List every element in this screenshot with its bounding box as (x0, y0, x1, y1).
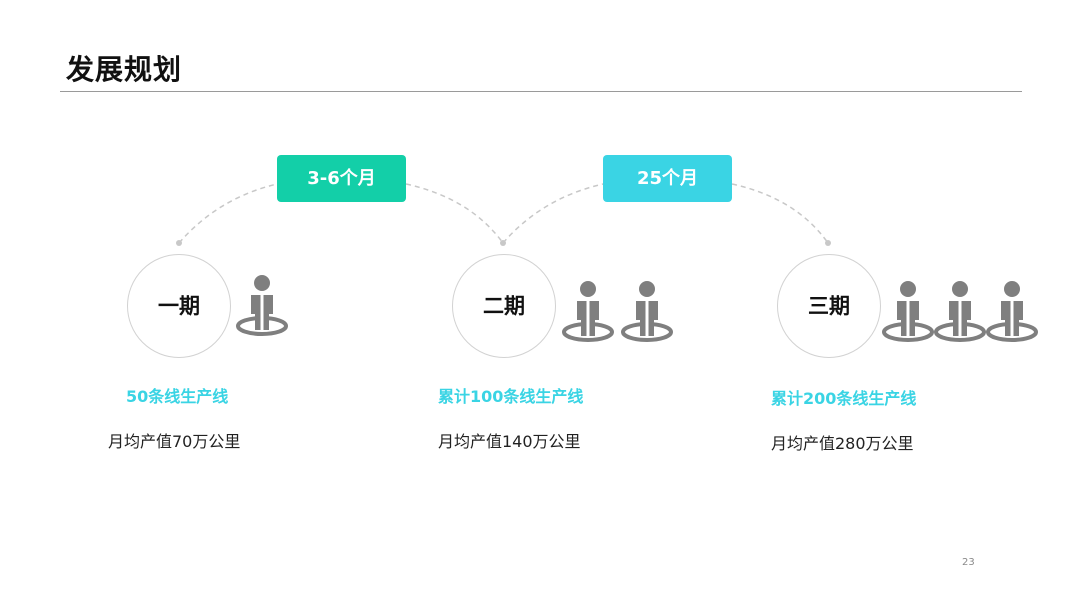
connector-dot-phase1 (176, 240, 182, 246)
connector-dot-phase3 (825, 240, 831, 246)
duration-badge-1: 3-6个月 (277, 155, 406, 202)
dashed-arc-phase1-to-pill1 (178, 183, 278, 244)
person-on-ring-icon (562, 281, 614, 342)
phase-1-monthly-output: 月均产值70万公里 (108, 432, 241, 451)
person-on-ring-icon (236, 275, 288, 336)
phase-3-line-count: 累计200条线生产线 (771, 389, 917, 408)
slide-title: 发展规划 (66, 53, 183, 86)
dashed-arc-pill2-to-phase3 (731, 183, 829, 244)
phase-circle-2: 二期 (452, 254, 556, 358)
connector-dot-phase2 (500, 240, 506, 246)
person-on-ring-icon (934, 281, 986, 342)
dashed-arc-pill1-to-phase2 (405, 183, 504, 244)
duration-badge-2: 25个月 (603, 155, 732, 202)
phase-circle-1: 一期 (127, 254, 231, 358)
phase-circle-3: 三期 (777, 254, 881, 358)
phase-2-line-count: 累计100条线生产线 (438, 387, 584, 406)
page-number: 23 (962, 557, 975, 568)
phase-3-monthly-output: 月均产值280万公里 (771, 434, 914, 453)
phase-2-monthly-output: 月均产值140万公里 (438, 432, 581, 451)
phase-1-line-count: 50条线生产线 (126, 387, 229, 406)
title-divider (60, 91, 1022, 92)
dashed-arc-phase2-to-pill2 (502, 183, 604, 244)
person-on-ring-icon (882, 281, 934, 342)
person-on-ring-icon (621, 281, 673, 342)
person-on-ring-icon (986, 281, 1038, 342)
